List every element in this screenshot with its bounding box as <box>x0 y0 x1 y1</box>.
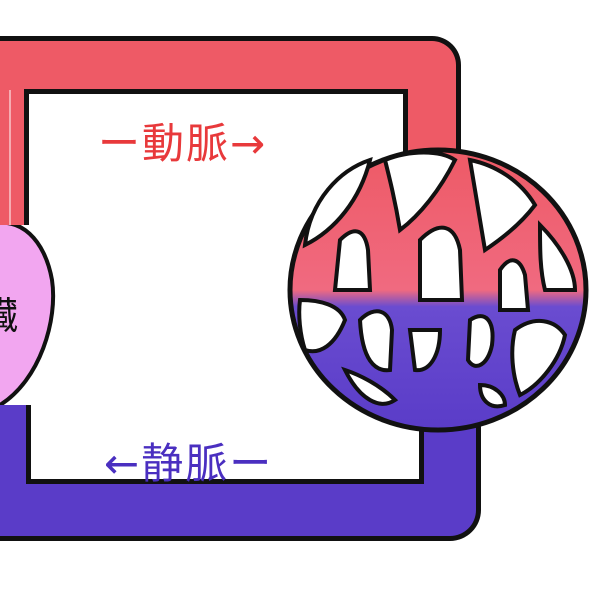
heart-shape <box>0 220 56 407</box>
artery-label: ー動脈→ <box>98 119 268 168</box>
vein-label: ←静脈ー <box>104 439 274 488</box>
capillary-gaps <box>297 150 578 409</box>
heart-label: 臓 <box>0 285 18 340</box>
